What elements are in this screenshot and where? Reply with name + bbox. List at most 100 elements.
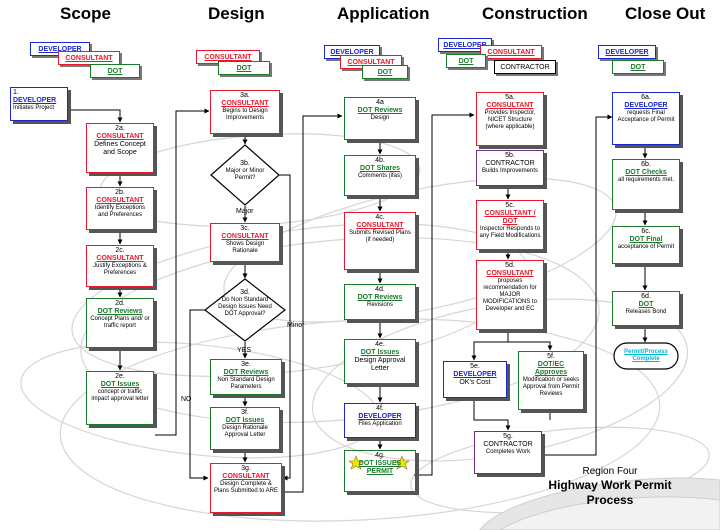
- step-5c-box: 5c. CONSULTANT / DOT Inspector Responds …: [476, 200, 544, 250]
- step-number: 6d.: [641, 293, 651, 300]
- step-agent: CONSULTANT: [96, 255, 144, 262]
- step-number: 5b.: [505, 152, 515, 159]
- step-description: Concept Plans and/ or traffic report: [90, 316, 150, 329]
- step-agent: DEVELOPER: [624, 102, 668, 109]
- step-4c-box: 4c. CONSULTANT Submits Revised Plans (if…: [344, 212, 416, 270]
- step-agent: DEVELOPER: [453, 371, 497, 378]
- step-number: 3d.: [240, 289, 250, 296]
- step-description: Completes Work: [485, 449, 531, 455]
- step-number: 3b.: [240, 160, 250, 167]
- decision-3b: 3b. Major or Minor Permit?: [218, 160, 272, 182]
- step-description: Submits Revised Plans (if needed): [349, 230, 411, 243]
- step-number: 3g.: [241, 465, 251, 472]
- step-description: Identify Exceptions and Preferences: [94, 205, 146, 218]
- step-description: Do Non Standard Design Issues Need DOT A…: [218, 297, 272, 317]
- step-description: Major or Minor Permit?: [225, 168, 265, 181]
- step-description: Inspector Responds to any Field Modifica…: [479, 226, 541, 239]
- step-4d-box: 4d. DOT Reviews Revisions: [344, 284, 416, 320]
- step-number: 2b.: [115, 189, 125, 196]
- step-agent: DOT Issues: [100, 381, 140, 388]
- step-4a-box: 4a DOT Reviews Design: [344, 97, 416, 140]
- step-number: 6b.: [641, 161, 651, 168]
- step-agent: DOT Reviews: [223, 369, 269, 376]
- step-agent: DOT ISSUES: [358, 460, 402, 467]
- header-construction: Construction: [482, 4, 588, 23]
- step-4b-box: 4b. DOT Shares Comments (ifas): [344, 155, 416, 196]
- step-description: Files Application: [358, 421, 402, 427]
- step-agent: CONSULTANT: [356, 222, 404, 229]
- step-description: concept or traffic impact approval lette…: [91, 389, 149, 402]
- step-5d-box: 5d. CONSULTANT proposes recommendation f…: [476, 260, 544, 330]
- step-description: Initiates Project: [13, 105, 55, 111]
- step-2d-box: 2d. DOT Reviews Concept Plans and/ or tr…: [86, 298, 154, 348]
- step-3g-box: 3g. CONSULTANT Design Complete & Plans S…: [210, 463, 282, 513]
- step-description: Builds Improvements: [481, 168, 539, 174]
- step-agent: CONSULTANT: [486, 102, 534, 109]
- step-2b-box: 2b. CONSULTANT Identify Exceptions and P…: [86, 187, 154, 230]
- step-description: requests Final Acceptance of Permit: [617, 110, 675, 123]
- step-number: 4f.: [376, 405, 384, 412]
- region-line3: Process: [586, 493, 634, 507]
- step-agent: CONSULTANT: [486, 270, 534, 277]
- step-number: 5d.: [505, 262, 515, 269]
- step-agent: CONSULTANT / DOT: [484, 210, 536, 225]
- step-description: Design Rationale Approval Letter: [222, 425, 268, 438]
- legend-developer: DEVELOPER: [598, 45, 656, 59]
- step-number: 4d.: [375, 286, 385, 293]
- step-number: 6c.: [641, 228, 651, 235]
- step-description: all requirements met.: [617, 177, 675, 183]
- step-description: Shows Design Rationale: [225, 241, 265, 254]
- step-agent: DOT Reviews: [357, 294, 403, 301]
- step-agent: CONSULTANT: [96, 197, 144, 204]
- step-description: proposes recommendation for MAJOR MODIFI…: [483, 278, 537, 312]
- step-number: 5g.: [503, 433, 513, 440]
- header-close-out: Close Out: [625, 4, 706, 23]
- step-description: Provides Inspector, NICET Structure (whe…: [484, 110, 536, 130]
- step-2c-box: 2c. CONSULTANT Justify Exceptions & Pref…: [86, 245, 154, 287]
- star-icon: [348, 455, 410, 470]
- step-number: 6a.: [641, 94, 651, 101]
- step-description: Begins to Design Improvements: [222, 108, 268, 121]
- step-description: Comments (ifas): [357, 173, 402, 179]
- step-number: 5f.: [547, 353, 555, 360]
- step-agent: CONSULTANT: [221, 233, 269, 240]
- decision-3d-shape: [204, 278, 286, 342]
- region-line1: Region Four: [582, 466, 638, 477]
- step-number: 2c.: [115, 247, 125, 254]
- step-agent: CONSULTANT: [222, 473, 270, 480]
- step-description: Modification or seeks Approval from Perm…: [522, 377, 580, 397]
- step-agent: DOT Reviews: [357, 107, 403, 114]
- step-3c-box: 3c. CONSULTANT Shows Design Rationale: [210, 223, 280, 262]
- step-description: Defines Concept and Scope: [94, 141, 146, 156]
- step-description: Releases Bond: [625, 309, 667, 315]
- step-description: OK's Cost: [459, 379, 491, 386]
- step-5b-box: 5b. CONTRACTOR Builds Improvements: [476, 150, 544, 186]
- step-agent: DOT/EC Approves: [534, 361, 568, 376]
- step-3f-box: 3f. DOT Issues Design Rationale Approval…: [210, 407, 280, 450]
- step-number: 1.: [13, 89, 19, 96]
- step-description: Design: [370, 115, 390, 121]
- bottom-swirl: [479, 477, 720, 530]
- step-4f-box: 4f. DEVELOPER Files Application: [344, 403, 416, 438]
- legend-dot: DOT: [90, 64, 140, 78]
- branch-label-minor: Minor: [287, 322, 305, 329]
- step-number: 4g.: [375, 452, 385, 459]
- step-6a-box: 6a. DEVELOPER requests Final Acceptance …: [612, 92, 680, 145]
- step-agent: CONTRACTOR: [485, 160, 535, 167]
- step-number: 4e.: [375, 341, 385, 348]
- step-2e-box: 2e. DOT Issues concept or traffic impact…: [86, 371, 154, 425]
- step-number: 2a.: [115, 125, 125, 132]
- step-description: Revisions: [366, 302, 393, 308]
- legend-dot: DOT: [362, 65, 408, 79]
- terminal-complete: Permit/Process Complete: [624, 349, 668, 362]
- branch-label-yes: YES: [237, 347, 252, 354]
- step-agent: DOT Reviews: [97, 308, 143, 315]
- step-5a-box: 5a. CONSULTANT Provides Inspector, NICET…: [476, 92, 544, 146]
- step-number: 2e.: [115, 373, 125, 380]
- branch-label-major: Major: [236, 208, 254, 215]
- legend-consultant: CONSULTANT: [480, 45, 542, 59]
- step-3a-box: 3a. CONSULTANT Begins to Design Improvem…: [210, 90, 280, 134]
- step-agent: DOT Shares: [359, 165, 401, 172]
